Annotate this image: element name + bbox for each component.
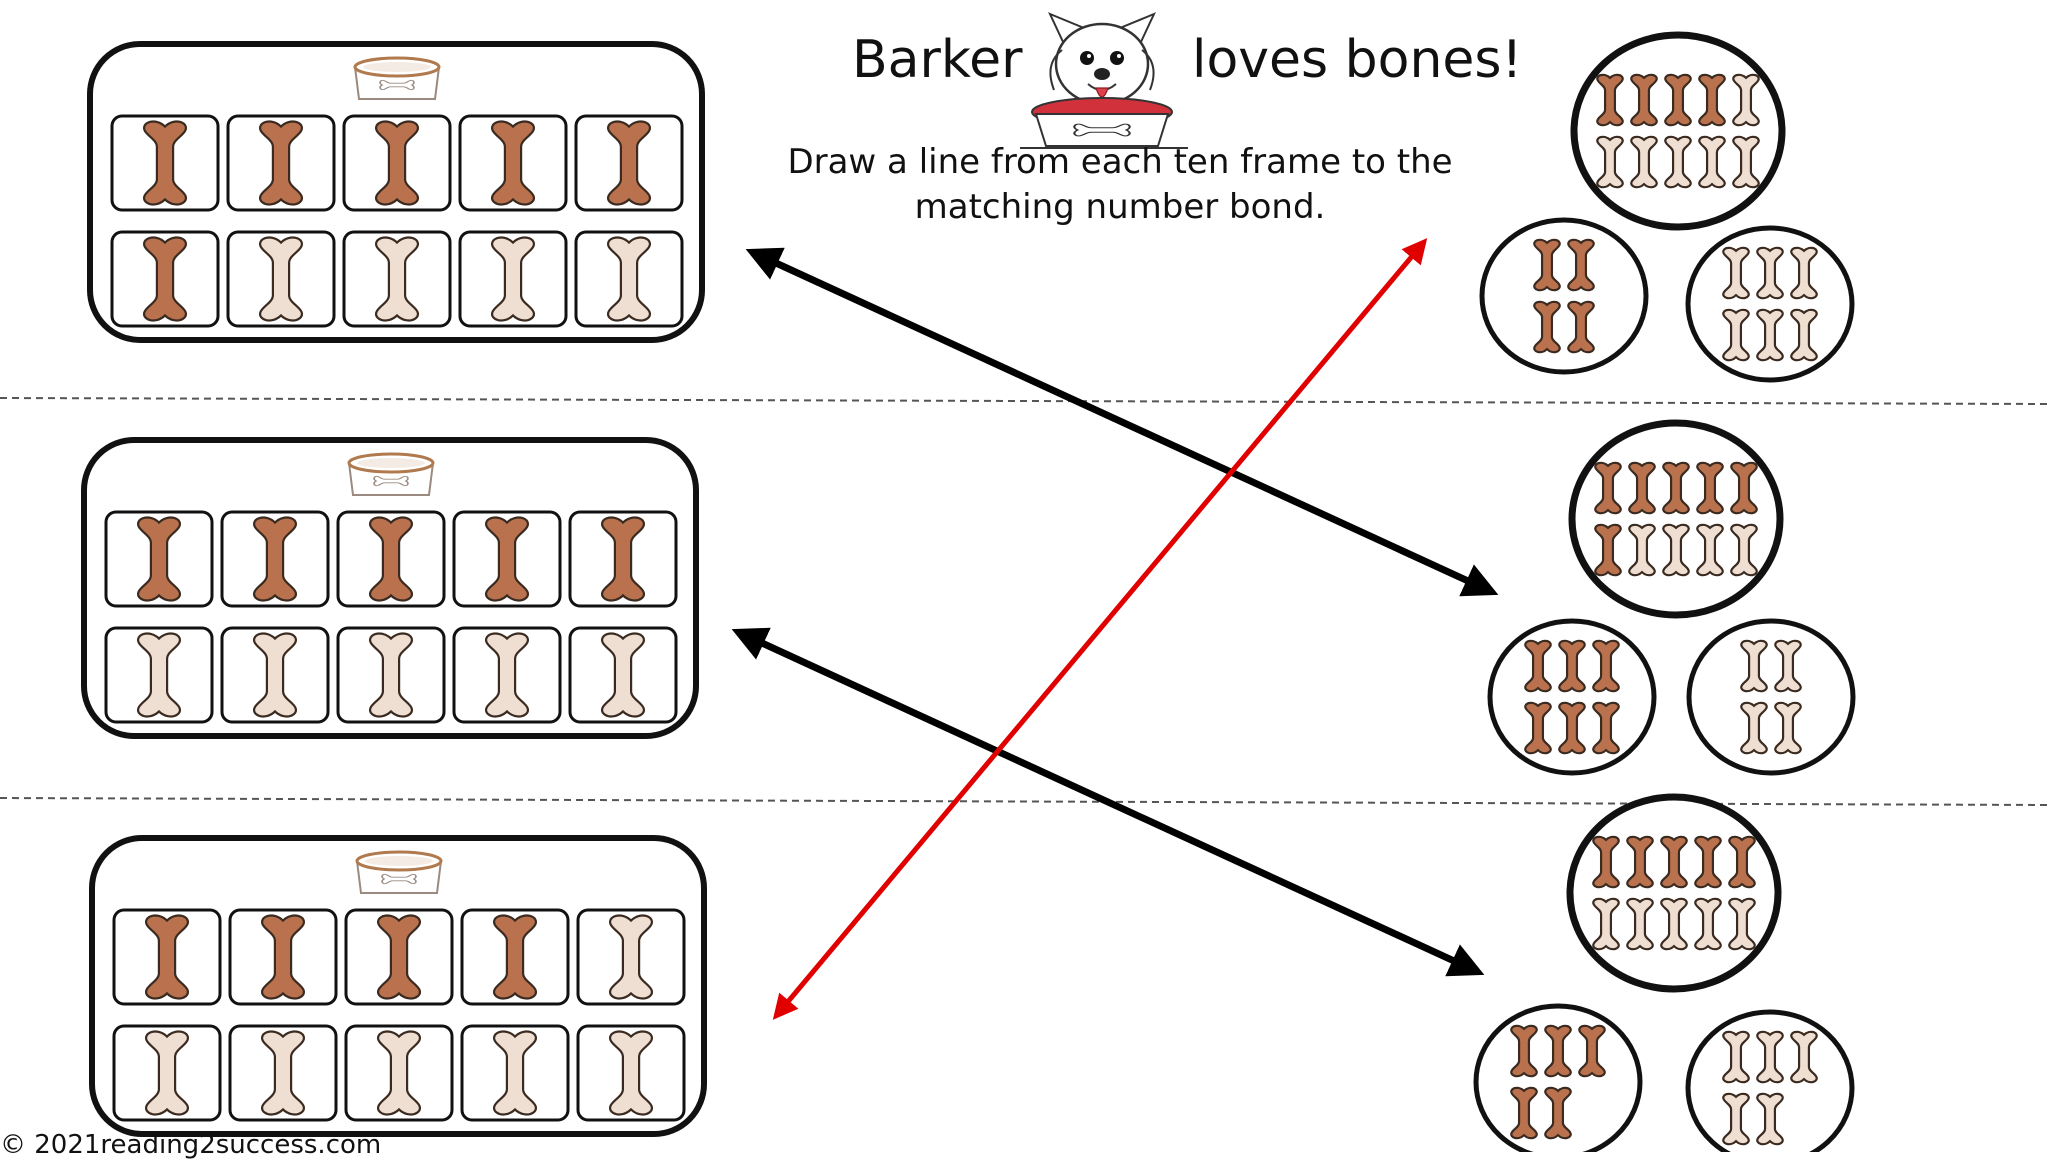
divider-1 (0, 397, 2048, 405)
number-bonds (1473, 31, 1856, 1152)
dog-mascot-icon (1020, 12, 1188, 149)
number-bond-whole-circle (1566, 793, 1782, 993)
divider-2 (0, 797, 2048, 806)
ten-frame-1 (87, 41, 705, 343)
instruction-line-1: Draw a line from each ten frame to the (787, 142, 1453, 182)
bowl-icon (353, 56, 441, 100)
number-bond-1 (1479, 31, 1855, 383)
ten-frame-3 (89, 835, 707, 1137)
number-bond-whole-circle (1568, 419, 1784, 619)
bowl-icon (347, 452, 435, 496)
match-line-frame3-bond1-example[interactable] (772, 238, 1428, 1020)
instruction-line-2: matching number bond. (914, 187, 1326, 227)
number-bond-part-circle-right (1686, 618, 1856, 776)
number-bond-part-circle-left (1487, 618, 1657, 776)
number-bond-part-circle-right (1685, 1009, 1855, 1152)
match-line-frame2-bond3[interactable] (731, 627, 1485, 977)
copyright-notice: © 2021reading2success.com (0, 1130, 382, 1160)
match-line-frame1-bond2[interactable] (745, 247, 1499, 597)
number-bond-part-circle-left (1473, 1003, 1643, 1152)
ten-frames (81, 41, 707, 1137)
number-bond-2 (1487, 419, 1856, 776)
number-bond-part-circle-left (1479, 217, 1649, 375)
number-bond-whole-circle (1570, 31, 1786, 231)
ten-frame-2 (81, 437, 699, 739)
number-bond-part-circle-right (1685, 225, 1855, 383)
number-bond-3 (1473, 793, 1855, 1152)
title-barker: Barker (852, 30, 1023, 90)
title-loves-bones: loves bones! (1192, 30, 1523, 90)
bowl-icon (355, 850, 443, 894)
